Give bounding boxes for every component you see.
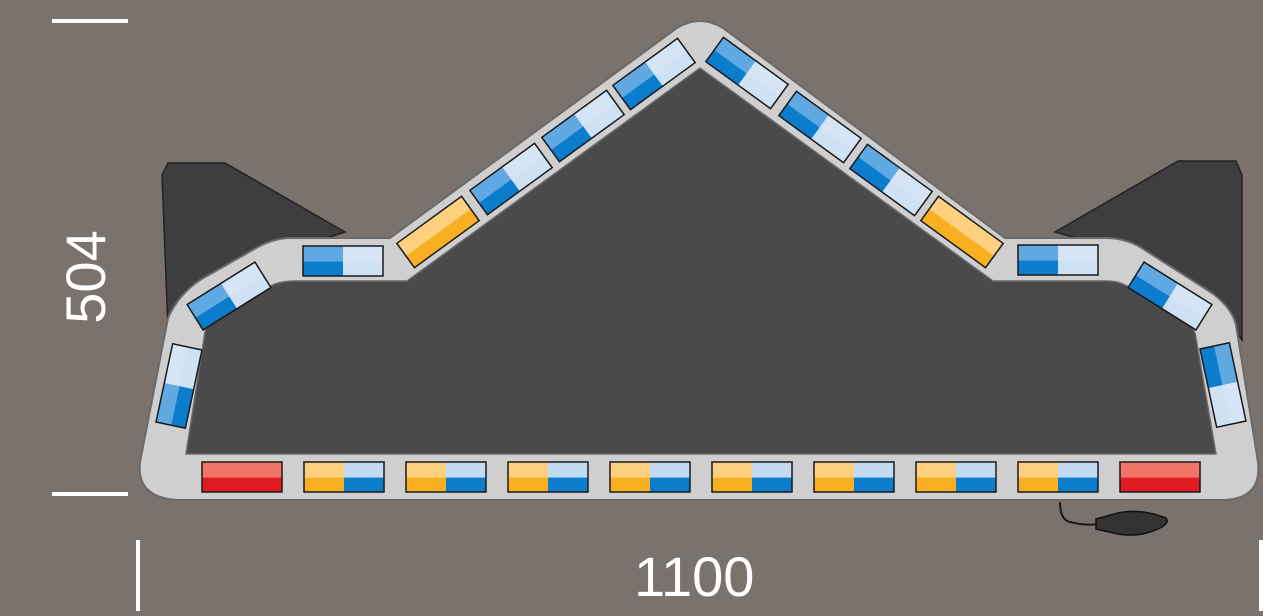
light-module-right-side-2 bbox=[1017, 244, 1099, 276]
light-module-right-roof-3 bbox=[919, 195, 1005, 269]
light-module-bottom-4 bbox=[609, 461, 691, 493]
light-module-left-side-2 bbox=[302, 245, 384, 277]
power-cable bbox=[1059, 501, 1101, 526]
light-module-bottom-7 bbox=[915, 461, 997, 493]
light-module-bottom-9 bbox=[1119, 461, 1201, 493]
light-module-left-roof-2 bbox=[540, 89, 626, 163]
light-module-bottom-3 bbox=[507, 461, 589, 493]
light-module-left-side-0 bbox=[155, 342, 203, 430]
light-module-right-roof-2 bbox=[848, 143, 934, 217]
light-module-bottom-2 bbox=[405, 461, 487, 493]
light-module-bottom-1 bbox=[303, 461, 385, 493]
light-module-bottom-0 bbox=[201, 461, 283, 493]
light-modules bbox=[155, 36, 1247, 493]
connector-plug-icon bbox=[1095, 510, 1168, 536]
light-module-left-roof-0 bbox=[395, 195, 481, 269]
light-module-right-side-0 bbox=[1199, 341, 1247, 429]
light-module-bottom-8 bbox=[1017, 461, 1099, 493]
light-module-bottom-6 bbox=[813, 461, 895, 493]
light-module-right-side-1 bbox=[1127, 261, 1213, 331]
light-module-left-side-1 bbox=[186, 261, 272, 331]
light-module-right-roof-1 bbox=[777, 90, 863, 164]
height-dimension-label: 504 bbox=[54, 230, 117, 324]
light-module-bottom-5 bbox=[711, 461, 793, 493]
light-module-left-roof-3 bbox=[611, 37, 697, 111]
light-module-left-roof-1 bbox=[468, 142, 554, 216]
light-module-right-roof-0 bbox=[704, 36, 790, 110]
width-dimension-label: 1100 bbox=[634, 545, 755, 608]
